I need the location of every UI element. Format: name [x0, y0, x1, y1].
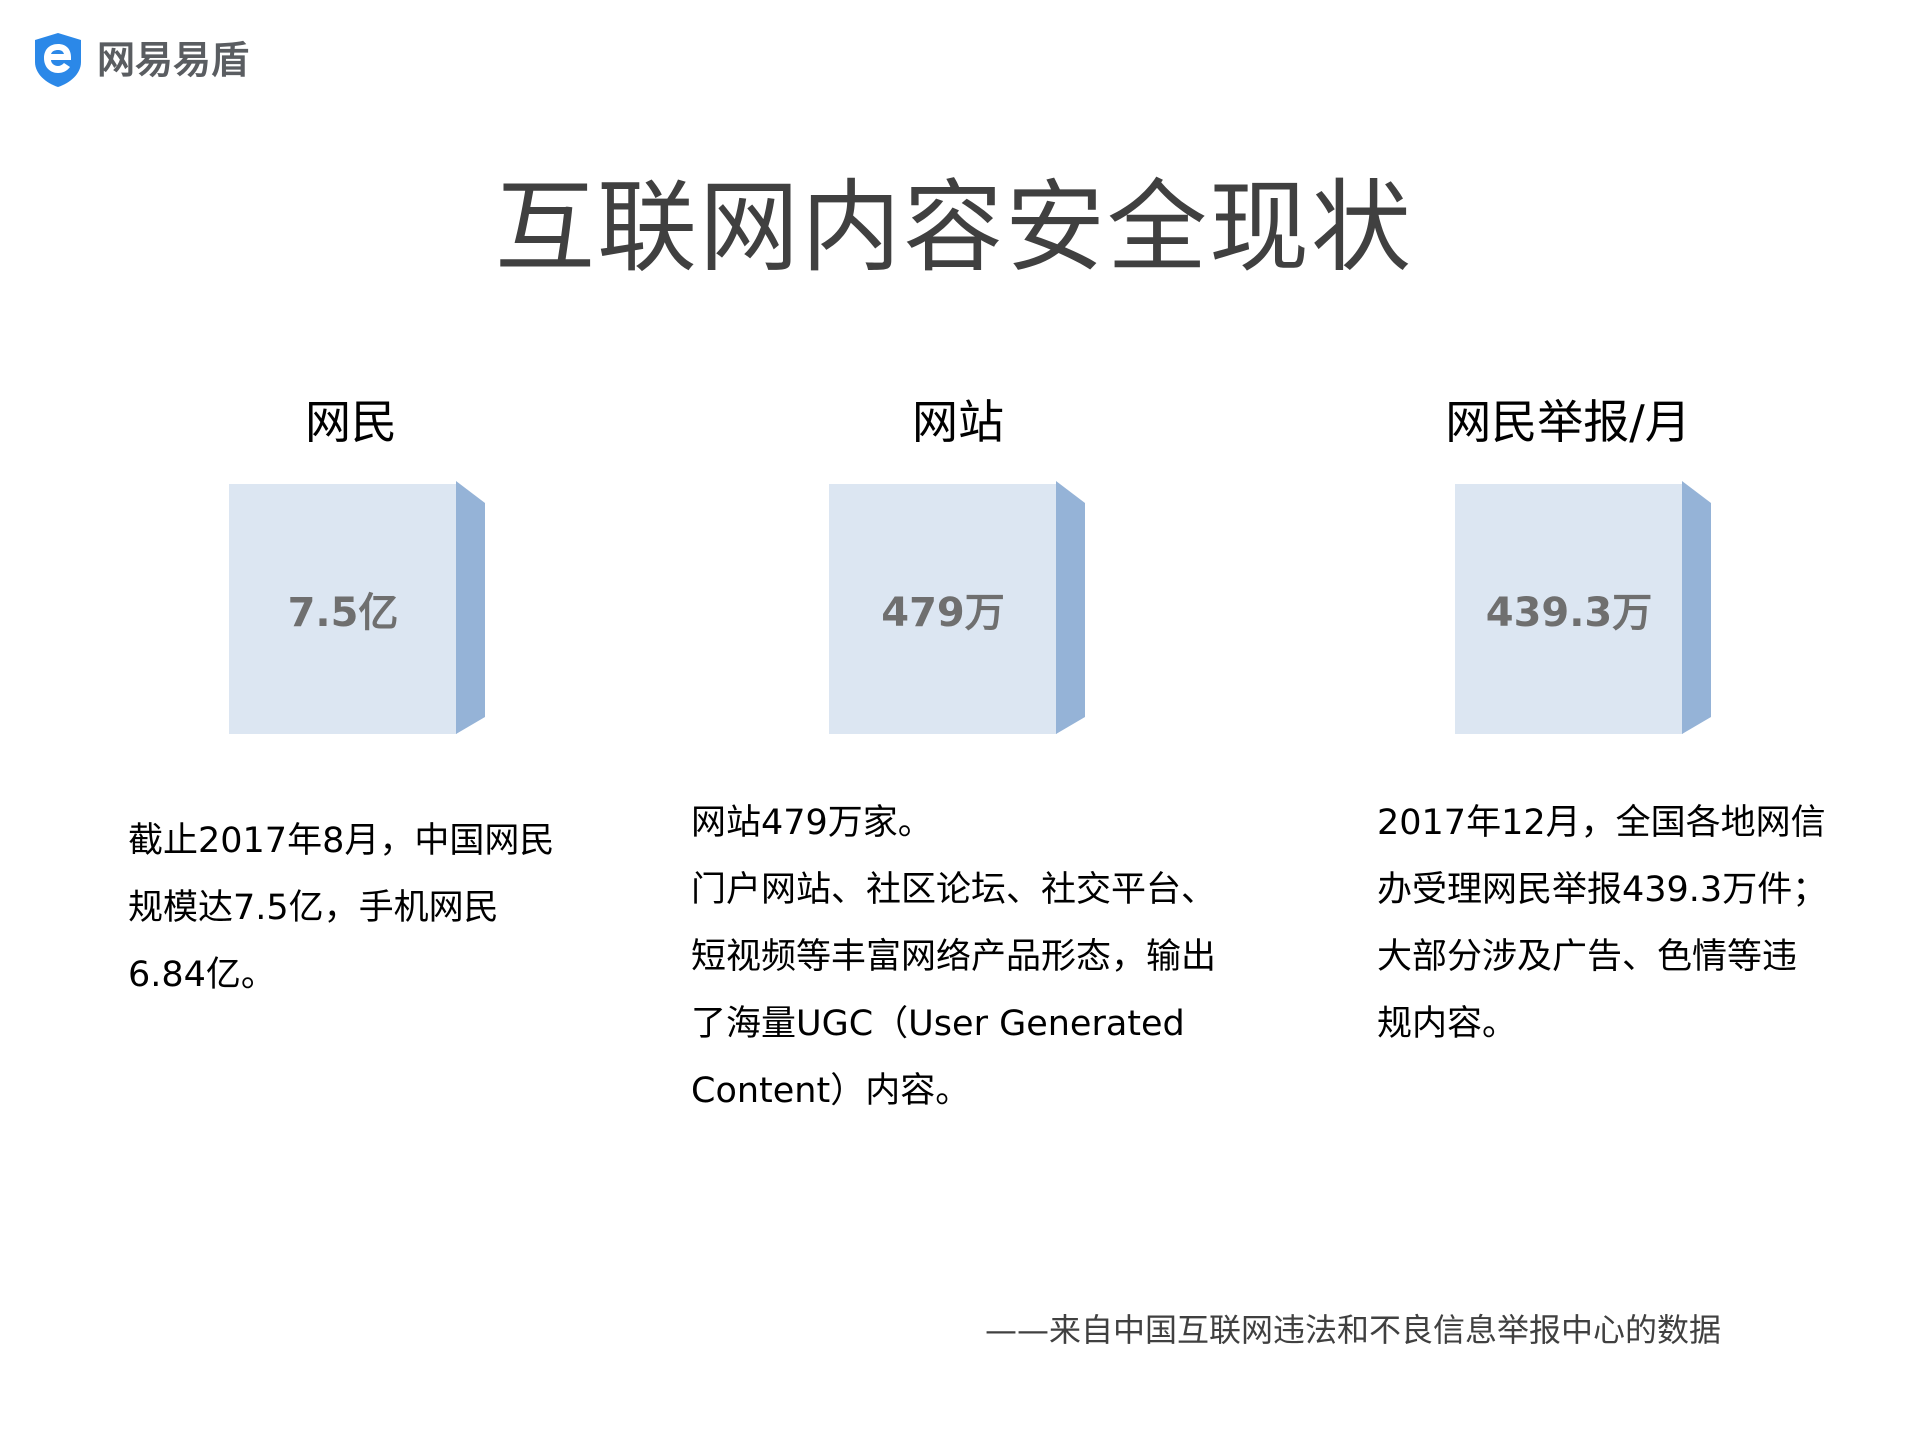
description-line: 截止2017年8月，中国网民	[128, 821, 555, 861]
description-line: 门户网站、社区论坛、社交平台、	[691, 870, 1217, 910]
description-line: 6.84亿。	[128, 955, 276, 995]
description-line: 规模达7.5亿，手机网民	[128, 888, 499, 928]
description-line: 规内容。	[1377, 1004, 1518, 1044]
description-line: 办受理网民举报439.3万件；	[1377, 870, 1828, 910]
stat-box-side	[456, 481, 485, 734]
column-description-reports: 2017年12月，全国各地网信 办受理网民举报439.3万件； 大部分涉及广告、…	[1377, 790, 1827, 1058]
description-line: 了海量UGC（User Generated	[691, 1004, 1185, 1044]
brand-name: 网易易盾	[97, 38, 250, 82]
stat-box-front: 439.3万	[1455, 484, 1683, 734]
description-line: 2017年12月，全国各地网信	[1377, 803, 1826, 843]
column-description-netizens: 截止2017年8月，中国网民 规模达7.5亿，手机网民 6.84亿。	[128, 808, 554, 1009]
stat-box-netizens: 7.5亿	[229, 481, 485, 734]
stat-box-front: 7.5亿	[229, 484, 457, 734]
stat-box-websites: 479万	[829, 481, 1085, 734]
column-heading-websites: 网站	[912, 395, 1004, 449]
stat-value: 479万	[881, 590, 1005, 636]
stat-value: 7.5亿	[287, 590, 399, 636]
description-line: 大部分涉及广告、色情等违	[1377, 937, 1798, 977]
brand-logo: 网易易盾	[33, 32, 249, 88]
stat-box-front: 479万	[829, 484, 1057, 734]
stat-box-reports: 439.3万	[1455, 481, 1711, 734]
stat-value: 439.3万	[1485, 590, 1653, 636]
stat-box-side	[1056, 481, 1085, 734]
column-description-websites: 网站479万家。 门户网站、社区论坛、社交平台、 短视频等丰富网络产品形态，输出…	[691, 790, 1216, 1125]
source-note: ——来自中国互联网违法和不良信息举报中心的数据	[985, 1311, 1722, 1349]
description-line: Content）内容。	[691, 1071, 971, 1111]
column-heading-reports: 网民举报/月	[1445, 395, 1691, 449]
stat-box-side	[1682, 481, 1711, 734]
description-line: 网站479万家。	[691, 803, 933, 843]
column-heading-netizens: 网民	[305, 395, 397, 449]
shield-e-icon	[35, 33, 81, 87]
description-line: 短视频等丰富网络产品形态，输出	[691, 937, 1217, 977]
page-title: 互联网内容安全现状	[495, 169, 1413, 286]
